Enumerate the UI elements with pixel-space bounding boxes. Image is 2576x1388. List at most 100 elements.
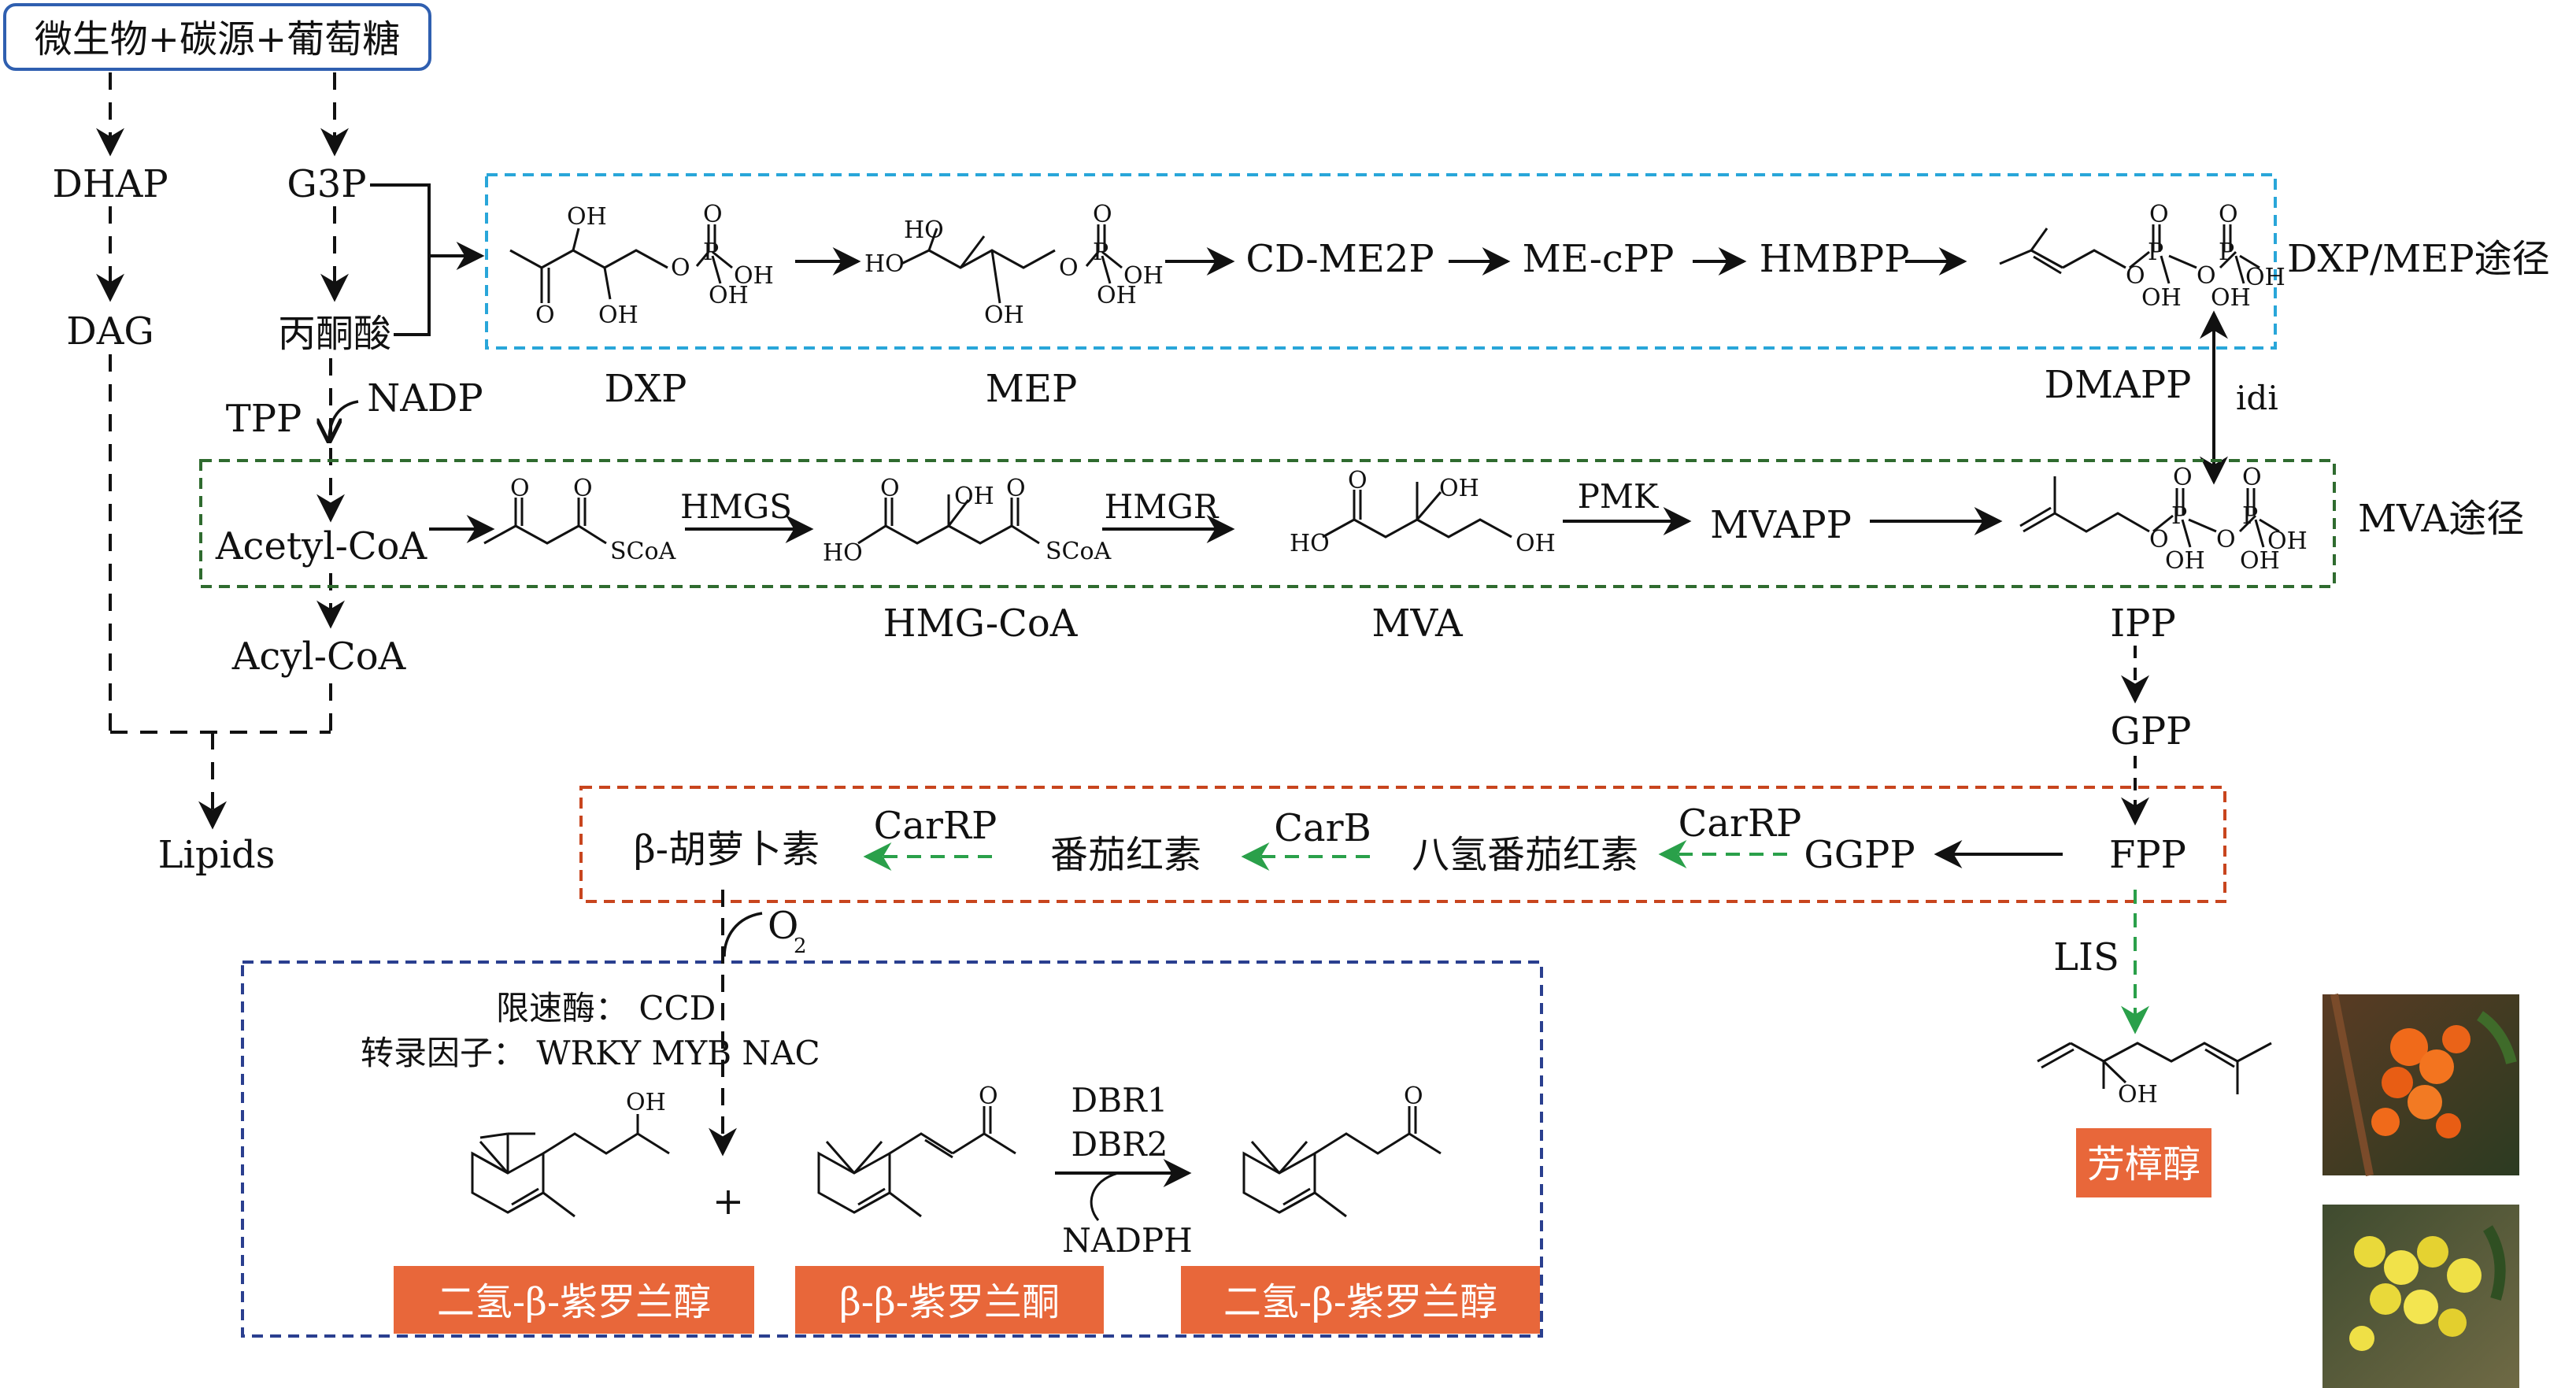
dxp-oh-top: OH xyxy=(567,203,607,231)
dxp-oh-p1: OH xyxy=(734,262,774,290)
node-mep: MEP xyxy=(986,367,1077,411)
hmg-oh: OH xyxy=(954,483,994,510)
enzyme-carrp-2: CarRP xyxy=(874,804,997,848)
node-dxp: DXP xyxy=(605,367,687,411)
o2-hook xyxy=(723,912,763,957)
product-dihydro-ionone-box xyxy=(1181,1266,1540,1334)
linalool-structure xyxy=(2037,1042,2272,1094)
node-mvapp: MVAPP xyxy=(1710,503,1852,547)
dihydro-ionol-structure xyxy=(471,1114,670,1218)
mep-structure xyxy=(901,224,1123,304)
mva-structure xyxy=(1322,482,1512,539)
nadp-hook xyxy=(329,400,359,441)
node-mva: MVA xyxy=(1371,601,1464,646)
ipp-p2: P xyxy=(2242,502,2258,530)
product-linalool: 芳樟醇 xyxy=(2087,1142,2200,1186)
ionone-structure xyxy=(817,1106,1016,1218)
node-hmg-coa: HMG-CoA xyxy=(883,601,1079,646)
cofactor-nadph: NADPH xyxy=(1062,1221,1193,1260)
node-ipp: IPP xyxy=(2110,601,2176,646)
ipp-oh1: OH xyxy=(2165,547,2205,575)
flower-photo-yellow xyxy=(2322,1205,2519,1388)
dxp-p: P xyxy=(703,239,719,266)
mva-ho: HO xyxy=(1290,530,1330,557)
dihydro-ionone-structure xyxy=(1242,1106,1442,1218)
enzyme-hmgr: HMGR xyxy=(1105,487,1220,526)
node-fpp: FPP xyxy=(2109,833,2186,877)
ionol-oh: OH xyxy=(626,1089,666,1116)
node-beta-carotene: β-胡萝卜素 xyxy=(634,827,820,872)
ipp-oh2: OH xyxy=(2267,527,2308,555)
aac-o1: O xyxy=(510,475,530,502)
pathway-dxp-mep-label: DXP/MEP途径 xyxy=(2287,237,2550,281)
ipp-o1: O xyxy=(2149,526,2169,553)
product-dihydro-ionol: 二氢-β-紫罗兰醇 xyxy=(437,1280,711,1324)
node-cd-me2p: CD-ME2P xyxy=(1245,237,1434,281)
mep-o-link: O xyxy=(1059,254,1079,282)
hmg-o1: O xyxy=(880,475,900,502)
dxp-mep-box xyxy=(485,173,2277,350)
enzyme-dbr2: DBR2 xyxy=(1071,1125,1168,1164)
carotenoid-box xyxy=(579,786,2226,903)
node-tpp: TPP xyxy=(226,397,302,441)
node-dhap: DHAP xyxy=(52,162,168,206)
nadph-hook xyxy=(1090,1171,1119,1221)
dmapp-structure xyxy=(1999,224,2260,284)
mep-ho-left: HO xyxy=(864,250,905,278)
glycolysis-branch xyxy=(96,72,485,830)
enzyme-carrp-1: CarRP xyxy=(1678,801,1802,846)
mep-oh-bottom: OH xyxy=(984,302,1024,329)
aac-scoa: SCoA xyxy=(610,538,676,565)
plus-sign: + xyxy=(712,1179,744,1223)
dmapp-p1: P xyxy=(2148,239,2163,266)
mep-oh-p1: OH xyxy=(1123,262,1164,290)
ipp-o-p1: O xyxy=(2173,464,2193,491)
ionone-o: O xyxy=(979,1083,998,1110)
node-dmapp: DMAPP xyxy=(2045,363,2192,407)
node-hmbpp: HMBPP xyxy=(1760,237,1910,281)
node-o2-sub: 2 xyxy=(794,935,807,958)
aac-o2: O xyxy=(573,475,593,502)
node-dag: DAG xyxy=(66,309,154,353)
hmg-scoa: SCoA xyxy=(1046,538,1112,565)
ionone-box xyxy=(241,960,1543,1338)
mva-oh-end: OH xyxy=(1516,530,1556,557)
dmapp-o1: O xyxy=(2126,262,2145,290)
mva-box xyxy=(199,459,2336,588)
node-me-cpp: ME-cPP xyxy=(1523,237,1675,281)
pathway-mva-label: MVA途径 xyxy=(2358,497,2524,541)
ipp-structure xyxy=(2019,476,2280,548)
ipp-o2: O xyxy=(2216,526,2236,553)
node-nadp: NADP xyxy=(367,376,483,420)
node-ggpp: GGPP xyxy=(1804,833,1915,877)
product-ionone-box xyxy=(795,1266,1104,1334)
dmapp-o2: O xyxy=(2197,262,2216,290)
enzyme-hmgs: HMGS xyxy=(680,487,792,526)
enzyme-dbr1: DBR1 xyxy=(1071,1081,1168,1120)
start-node: 微生物+碳源+葡萄糖 xyxy=(3,3,431,71)
node-acetyl-coa: Acetyl-CoA xyxy=(215,524,428,568)
mep-ho-top: HO xyxy=(904,217,944,244)
dmapp-o-p2: O xyxy=(2219,201,2238,228)
hmg-ho: HO xyxy=(823,539,863,567)
product-ionone: β-β-紫罗兰酮 xyxy=(839,1280,1060,1324)
dihydroionone-o: O xyxy=(1404,1083,1423,1110)
flower-photo-orange xyxy=(2322,994,2519,1176)
product-linalool-box xyxy=(2076,1128,2211,1197)
node-g3p: G3P xyxy=(287,162,366,206)
node-lipids: Lipids xyxy=(158,833,276,877)
hmg-coa-structure xyxy=(857,494,1040,545)
dxp-o-link: O xyxy=(671,254,690,282)
dmapp-p2: P xyxy=(2219,239,2234,266)
start-label: 微生物+碳源+葡萄糖 xyxy=(35,17,400,61)
dmapp-oh3: OH xyxy=(2211,284,2251,312)
dxp-oh-p2: OH xyxy=(709,282,749,309)
dmapp-o-p1: O xyxy=(2149,201,2169,228)
mep-o-p: O xyxy=(1093,201,1112,228)
node-lycopene: 番茄红素 xyxy=(1050,833,1201,877)
ipp-oh3: OH xyxy=(2240,547,2280,575)
ipp-p1: P xyxy=(2171,502,2187,530)
dxp-o: O xyxy=(535,302,555,329)
rate-limiting-enzyme: 限速酶： CCD xyxy=(496,989,716,1027)
